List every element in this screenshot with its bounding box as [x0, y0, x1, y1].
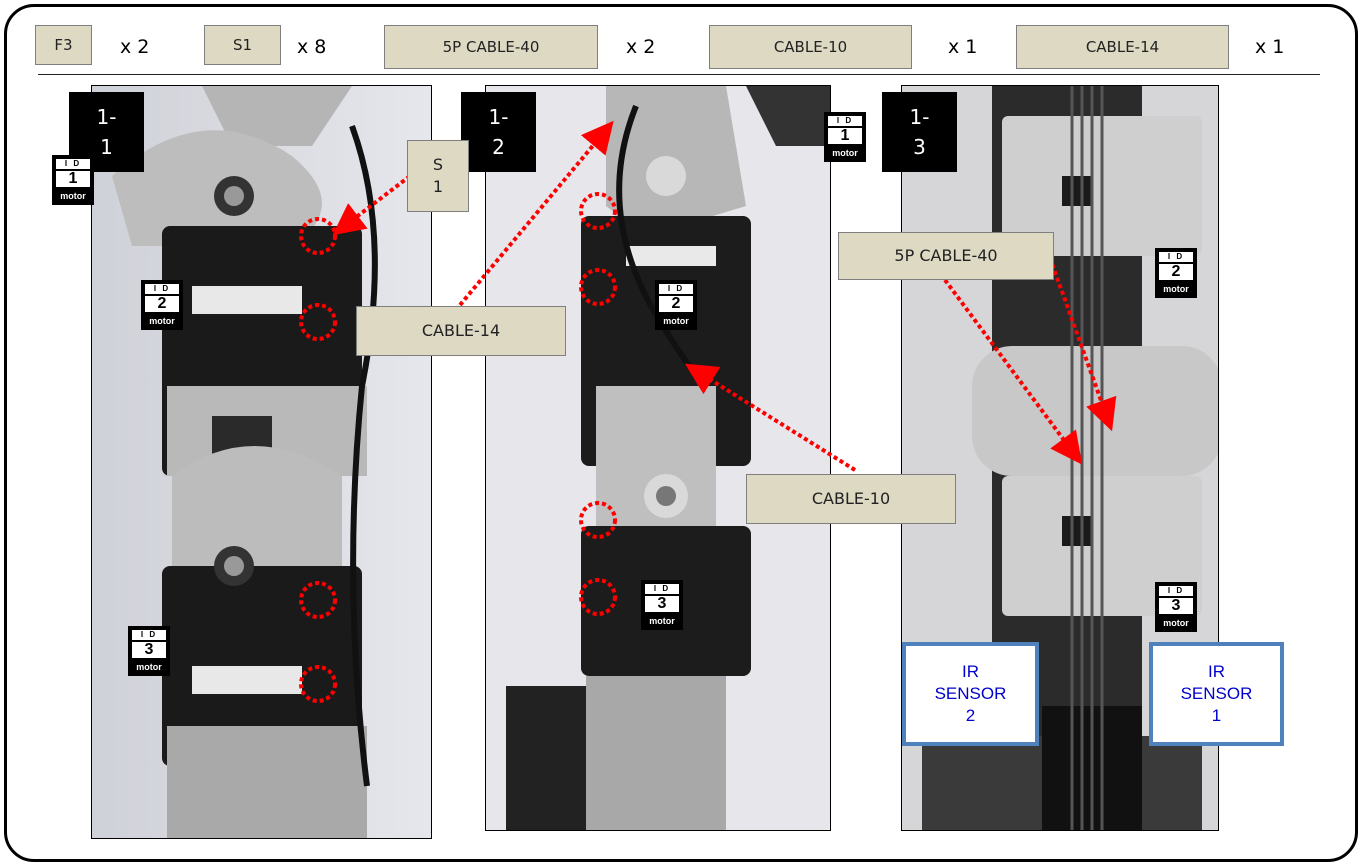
badge-motor-label: motor	[649, 616, 675, 626]
badge-id-number: 3	[645, 596, 679, 612]
badge-id-label: I D	[659, 284, 693, 294]
badge-id-number: 2	[659, 296, 693, 312]
motor-id-badge: I D 3 motor	[641, 580, 683, 630]
motor-id-badge: I D 3 motor	[128, 626, 170, 676]
screw-circle	[579, 192, 617, 230]
callout-s1: S 1	[407, 140, 469, 212]
arrow-cable-10	[684, 363, 857, 472]
photo-step-1-2	[485, 85, 831, 831]
part-qty-s1: x 8	[297, 36, 327, 58]
servo-stack-illustration	[92, 86, 431, 838]
header-divider	[38, 74, 1320, 75]
badge-id-number: 2	[145, 296, 179, 312]
badge-motor-label: motor	[663, 316, 689, 326]
badge-id-number: 3	[132, 642, 166, 658]
part-tag-cable-10: CABLE-10	[709, 25, 912, 69]
badge-motor-label: motor	[136, 662, 162, 672]
badge-motor-label: motor	[60, 191, 86, 201]
step-label-1-2: 1- 2	[461, 92, 536, 172]
arrow-cable-14	[458, 120, 614, 307]
badge-id-label: I D	[1159, 252, 1193, 262]
part-qty-cable-10: x 1	[948, 36, 978, 58]
motor-id-badge: I D 2 motor	[141, 280, 183, 330]
screw-circle	[299, 581, 337, 619]
badge-id-number: 1	[828, 128, 862, 144]
servo-stack-illustration	[486, 86, 830, 830]
screw-circle	[579, 578, 617, 616]
badge-id-label: I D	[132, 630, 166, 640]
badge-motor-label: motor	[1163, 284, 1189, 294]
motor-id-badge: I D 3 motor	[1155, 582, 1197, 632]
part-qty-5p-cable-40: x 2	[626, 36, 656, 58]
badge-id-number: 2	[1159, 264, 1193, 280]
badge-id-label: I D	[145, 284, 179, 294]
motor-id-badge: I D 1 motor	[824, 112, 866, 162]
badge-id-label: I D	[828, 116, 862, 126]
arrow-s1	[332, 174, 412, 236]
arrow-5p-cable-40-a	[943, 278, 1083, 465]
badge-id-label: I D	[56, 159, 90, 169]
callout-cable-10: CABLE-10	[746, 474, 956, 524]
part-tag-s1: S1	[204, 25, 281, 65]
part-tag-f3: F3	[35, 25, 92, 65]
badge-id-number: 1	[56, 171, 90, 187]
motor-id-badge: I D 2 motor	[655, 280, 697, 330]
ir-sensor-1-label: IR SENSOR 1	[1149, 642, 1284, 746]
callout-5p-cable-40: 5P CABLE-40	[838, 232, 1054, 280]
badge-motor-label: motor	[149, 316, 175, 326]
part-tag-cable-14: CABLE-14	[1016, 25, 1229, 69]
badge-id-label: I D	[645, 584, 679, 594]
badge-motor-label: motor	[1163, 618, 1189, 628]
screw-circle	[579, 268, 617, 306]
step-label-1-3: 1- 3	[882, 92, 957, 172]
part-qty-cable-14: x 1	[1255, 36, 1285, 58]
screw-circle	[299, 217, 337, 255]
part-qty-f3: x 2	[120, 36, 150, 58]
motor-id-badge: I D 2 motor	[1155, 248, 1197, 298]
part-tag-5p-cable-40: 5P CABLE-40	[384, 25, 598, 69]
motor-id-badge: I D 1 motor	[52, 155, 94, 205]
screw-circle	[299, 303, 337, 341]
badge-motor-label: motor	[832, 148, 858, 158]
callout-cable-14: CABLE-14	[356, 306, 566, 356]
badge-id-label: I D	[1159, 586, 1193, 596]
arrow-5p-cable-40-b	[1048, 257, 1117, 432]
badge-id-number: 3	[1159, 598, 1193, 614]
screw-circle	[579, 501, 617, 539]
screw-circle	[299, 665, 337, 703]
ir-sensor-2-label: IR SENSOR 2	[902, 642, 1039, 746]
photo-step-1-1	[91, 85, 432, 839]
